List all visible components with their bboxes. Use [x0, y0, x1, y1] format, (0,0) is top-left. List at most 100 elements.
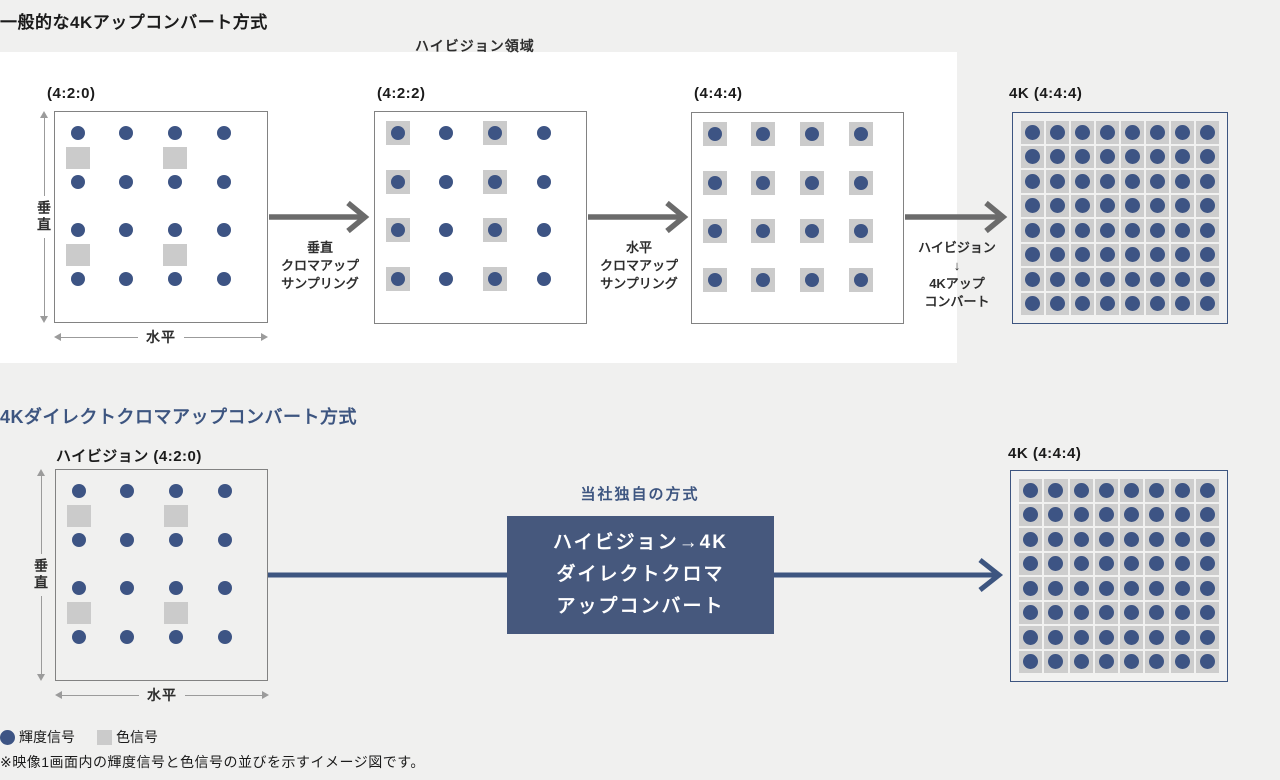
luminance-dot	[391, 223, 405, 237]
luminance-dot	[1149, 654, 1165, 670]
luminance-dot	[120, 630, 134, 644]
luminance-dot	[1124, 482, 1140, 498]
grid-cell	[1121, 121, 1144, 144]
grid-cell	[1069, 577, 1093, 600]
luminance-dot	[1023, 605, 1039, 621]
luminance-dot	[217, 223, 231, 237]
grid-cell	[1046, 268, 1069, 291]
grid-cell	[1145, 479, 1169, 502]
luminance-dot	[854, 176, 868, 190]
grid-cell	[1096, 219, 1119, 242]
grid-cell	[1019, 552, 1043, 575]
grid-cell	[1021, 194, 1044, 217]
luminance-dot	[1124, 605, 1140, 621]
luminance-dot	[1200, 296, 1215, 312]
luminance-dot	[1175, 124, 1190, 140]
luminance-dot	[1124, 629, 1140, 645]
grid-cell	[1170, 601, 1194, 624]
luminance-dot	[1174, 605, 1190, 621]
luminance-dot	[391, 272, 405, 286]
grid-cell	[1071, 268, 1094, 291]
luminance-dot	[71, 126, 85, 140]
arrowhead-right-icon	[261, 333, 268, 341]
grid-cell	[1096, 145, 1119, 168]
luminance-dot	[1124, 580, 1140, 596]
grid-cell	[1195, 626, 1219, 649]
grid-cell	[1096, 121, 1119, 144]
luminance-dot	[71, 175, 85, 189]
grid-cell	[1019, 650, 1043, 673]
luminance-dot	[1199, 629, 1215, 645]
grid-cell	[1069, 626, 1093, 649]
sample-grid-hd-420	[55, 469, 268, 681]
luminance-dot	[1200, 271, 1215, 287]
horizontal-axis-direct: 水平	[55, 687, 269, 703]
sample-grid-420	[54, 111, 268, 323]
luminance-dot	[169, 484, 183, 498]
sample-grid-422	[374, 111, 587, 324]
luminance-dot	[854, 273, 868, 287]
grid-cell	[1195, 577, 1219, 600]
luminance-dot	[1050, 271, 1065, 287]
grid-cell	[1145, 552, 1169, 575]
grid-cell	[1146, 145, 1169, 168]
luminance-dot	[756, 273, 770, 287]
chroma-square	[67, 601, 91, 624]
legend: 輝度信号 色信号	[0, 727, 158, 747]
luminance-dot	[1048, 654, 1064, 670]
grid-cell	[1196, 170, 1219, 193]
luminance-dot	[1023, 482, 1039, 498]
grid-label-444: (4:4:4)	[694, 85, 743, 102]
luminance-dot	[1100, 222, 1115, 238]
luminance-dot-icon	[0, 729, 15, 745]
luminance-dot	[1050, 222, 1065, 238]
grid-cell	[1096, 243, 1119, 266]
grid-cell	[1021, 268, 1044, 291]
luminance-dot	[1098, 605, 1114, 621]
grid-cell	[1019, 479, 1043, 502]
grid-cell	[1145, 601, 1169, 624]
luminance-dot	[1048, 482, 1064, 498]
luminance-dot	[439, 223, 453, 237]
luminance-dot	[1149, 482, 1165, 498]
grid-cell	[1096, 170, 1119, 193]
luminance-dot	[708, 224, 722, 238]
grid-cell	[1170, 577, 1194, 600]
luminance-dot	[1098, 531, 1114, 547]
footnote: ※映像1画面内の輝度信号と色信号の並びを示すイメージ図です。	[0, 754, 425, 770]
grid-cell	[1196, 145, 1219, 168]
grid-cell	[1120, 577, 1144, 600]
luminance-dot	[1175, 149, 1190, 165]
grid-label-4k-common: 4K (4:4:4)	[1009, 85, 1083, 102]
luminance-dot	[168, 126, 182, 140]
grid-cell	[1195, 503, 1219, 526]
luminance-dot	[1200, 247, 1215, 263]
luminance-dot	[1149, 605, 1165, 621]
grid-cell	[1121, 219, 1144, 242]
grid-label-422: (4:2:2)	[377, 85, 426, 102]
grid-cell	[1096, 268, 1119, 291]
grid-cell	[1046, 243, 1069, 266]
luminance-dot	[1175, 271, 1190, 287]
grid-cell	[1046, 194, 1069, 217]
luminance-dot	[1150, 173, 1165, 189]
grid-cell	[1071, 194, 1094, 217]
luminance-dot	[1125, 271, 1140, 287]
grid-cell	[1046, 292, 1069, 315]
luminance-dot	[1073, 531, 1089, 547]
grid-cell	[1146, 243, 1169, 266]
luminance-dot	[1023, 507, 1039, 523]
section-direct-title: 4Kダイレクトクロマアップコンバート方式	[0, 407, 358, 427]
arrow-label-horizontal-chroma: 水平 クロマアップ サンプリング	[599, 240, 678, 291]
luminance-dot	[1125, 198, 1140, 214]
luminance-dot	[1048, 629, 1064, 645]
arrow-vertical-chroma-icon	[269, 200, 370, 234]
grid-cell	[1069, 601, 1093, 624]
chroma-square	[163, 243, 187, 266]
grid-cell	[1171, 170, 1194, 193]
vertical-axis-common: 垂直	[36, 111, 52, 323]
luminance-dot	[1025, 296, 1040, 312]
luminance-dot	[1025, 247, 1040, 263]
luminance-dot	[1100, 296, 1115, 312]
luminance-dot	[854, 224, 868, 238]
